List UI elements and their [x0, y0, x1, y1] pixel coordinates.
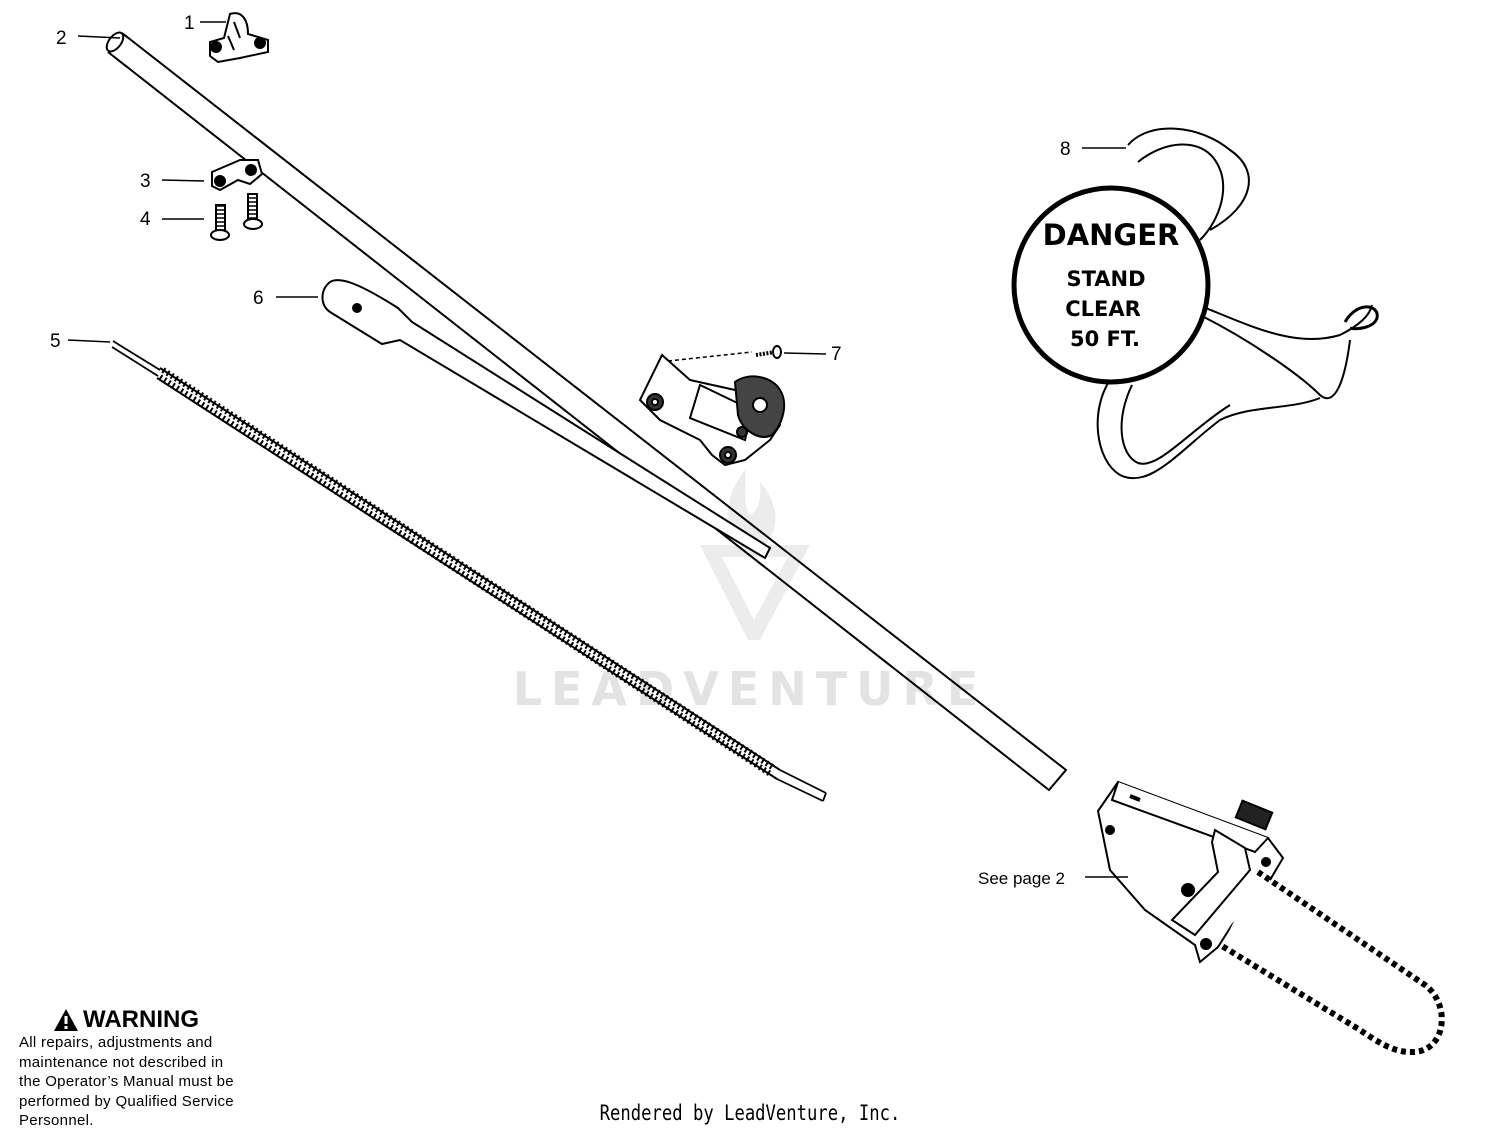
warning-line-4: performed by Qualified Service [19, 1092, 234, 1110]
part-1-clamp [209, 12, 269, 64]
callout-5: 5 [50, 331, 61, 352]
saw-bar-chain [1220, 869, 1445, 1056]
part-3-clamp [211, 159, 264, 192]
warning-notice: WARNING All repairs, adjustments and mai… [19, 1007, 284, 1131]
callout-6: 6 [253, 288, 264, 309]
warning-heading: WARNING [53, 1007, 284, 1033]
warning-line-5: Personnel. [19, 1112, 94, 1130]
danger-line-1: STAND [1066, 267, 1145, 291]
part-4-screws [210, 193, 263, 241]
danger-line-2: CLEAR [1065, 297, 1141, 321]
warning-title: WARNING [83, 1006, 199, 1033]
callout-2: 2 [56, 28, 67, 49]
part-7-screw [755, 345, 782, 359]
leader-lines [67, 21, 1128, 878]
warning-line-2: maintenance not described in [19, 1053, 224, 1071]
callout-3: 3 [140, 171, 151, 192]
warning-line-1: All repairs, adjustments and [19, 1034, 213, 1051]
part-8-strap [1096, 127, 1379, 480]
footer-credit: Rendered by LeadVenture, Inc. [599, 1101, 901, 1125]
danger-tag: DANGER STAND CLEAR 50 FT. [1011, 185, 1211, 385]
danger-line-3: 50 FT. [1070, 327, 1140, 351]
warning-triangle-icon [54, 1009, 78, 1031]
warning-line-3: the Operator’s Manual must be [19, 1073, 234, 1091]
warning-text: All repairs, adjustments and maintenance… [19, 1033, 284, 1131]
part-2-coupling [638, 353, 786, 467]
callout-4: 4 [140, 209, 151, 230]
callout-1: 1 [184, 13, 195, 34]
danger-title: DANGER [1043, 218, 1180, 252]
part-6-drive-bar [321, 279, 772, 560]
watermark-text: LEADVENTURE [513, 662, 988, 716]
callout-7: 7 [831, 344, 842, 365]
part-5-drive-shaft [111, 340, 827, 802]
watermark-logo [700, 470, 810, 640]
callout-8: 8 [1060, 139, 1071, 160]
see-page-label: See page 2 [978, 869, 1065, 888]
